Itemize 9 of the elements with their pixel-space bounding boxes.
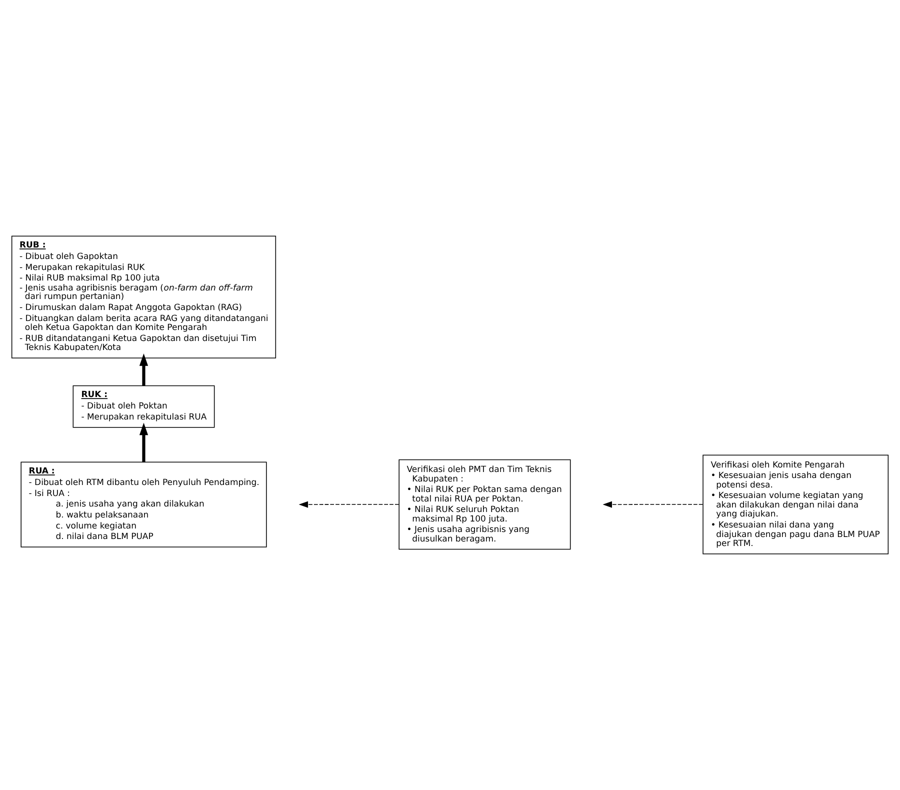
arrow [602, 501, 704, 508]
node-box: Verifikasi oleh PMT dan Tim Teknis Kabupaten : • Nilai RUK per Poktan sama dengan total nilai RUA per Poktan. • Nilai RUK seluruh Poktan maksimal Rp 100 juta. • Jenis usaha agribisnis yang diusulkan beragam. [398, 459, 571, 550]
node-box: RUA : - Dibuat oleh RTM dibantu oleh Penyuluh Pendamping. - Isi RUA : a. jenis usaha yang akan dilakukan b. waktu pelaksanaan c. volume kegiatan d. nilai dana BLM PUAP [20, 462, 267, 548]
node-box: RUB : - Dibuat oleh Gapoktan - Merupakan rekapitulasi RUK - Nilai RUB maksimal Rp 100 juta - Jenis usaha agribisnis beragam (on-farm dan off-farm dari rumpun pertanian) - Dirumuskan dalam Rapat Anggota Gapoktan (RAG) - Dituangkan dalam berita acara RAG yang ditandatangani oleh Ketua Gapoktan dan Komite Pengarah - RUB ditandatangani Ketua Gapoktan dan disetujui Tim Teknis Kabupaten/Kota [11, 236, 276, 358]
node-box: Verifikasi oleh Komite Pengarah • Kesesuaian jenis usaha dengan potensi desa. • Kesesuaian volume kegiatan yang akan dilakukan dengan nilai dana yang diajukan. • Kesesuaian nilai dana yang diajukan dengan pagu dana BLM PUAP per RTM. [702, 454, 889, 554]
node-box: RUK : - Dibuat oleh Poktan - Merupakan rekapitulasi RUA [72, 385, 215, 428]
arrow [298, 501, 400, 508]
arrow [139, 353, 148, 386]
arrow [139, 422, 148, 462]
